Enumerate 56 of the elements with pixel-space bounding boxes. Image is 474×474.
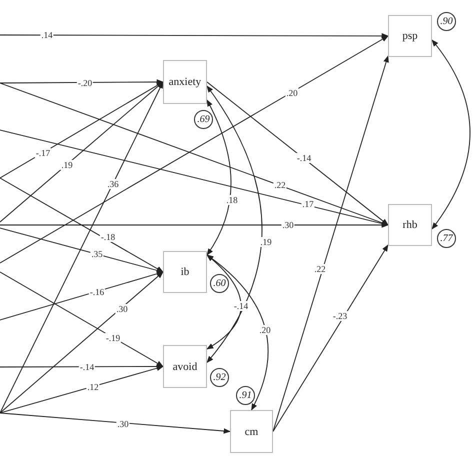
edge-label: .22 (273, 180, 287, 190)
path-arrow (272, 244, 388, 432)
edge-label: .22 (313, 264, 327, 274)
path-arrow (0, 36, 389, 264)
edge-label: -.14 (232, 301, 250, 311)
path-arrow (0, 366, 164, 414)
variable-box: cm (230, 410, 273, 453)
variable-box: ib (163, 251, 207, 293)
edge-label: .17 (301, 199, 315, 209)
path-arrow (0, 272, 164, 367)
edge-label: -.14 (78, 362, 96, 372)
path-arrow (0, 222, 389, 228)
edge-label: .30 (281, 220, 295, 230)
edge-label: .18 (225, 195, 239, 205)
edge-label: .14 (40, 30, 54, 40)
path-arrow (0, 33, 389, 39)
value-circle: .90 (437, 12, 456, 31)
edge-label: .19 (259, 237, 273, 247)
path-arrow (0, 178, 164, 272)
edge-label: .36 (106, 179, 120, 189)
path-arrow (0, 81, 164, 414)
variable-box: anxiety (163, 60, 207, 104)
variable-box: avoid (163, 345, 207, 388)
path-arrow (0, 271, 164, 320)
edge-label: .12 (86, 382, 100, 392)
edge-label: .35 (90, 249, 104, 259)
edge-label: .20 (285, 88, 299, 98)
path-arrow (0, 364, 164, 370)
edge-label: -.18 (100, 232, 116, 242)
edge-label: .30 (116, 419, 130, 429)
value-circle: .69 (194, 110, 213, 129)
path-arrow (272, 55, 389, 432)
edge-label: -.23 (332, 311, 348, 321)
edge-label: .20 (258, 325, 272, 335)
path-arrow (0, 412, 231, 434)
variable-box: psp (388, 15, 432, 57)
edge-label: -.16 (88, 287, 106, 297)
path-arrow (0, 272, 164, 414)
edge-label: .19 (60, 160, 74, 170)
value-circle: .60 (210, 274, 229, 293)
curved-arrow (206, 254, 242, 350)
edge-label: -.17 (34, 148, 52, 158)
curved-arrow (432, 39, 470, 230)
edge-label: -.20 (76, 78, 94, 88)
variable-box: rhb (388, 204, 432, 246)
curved-arrow (206, 99, 232, 256)
value-circle: .77 (437, 229, 456, 248)
edge-label: .30 (115, 304, 129, 314)
value-circle: .91 (236, 386, 255, 405)
edge-label: -.14 (296, 153, 312, 163)
value-circle: .92 (210, 368, 229, 387)
edge-label: -.19 (104, 333, 122, 343)
curved-arrow (206, 254, 269, 411)
path-arrow (0, 79, 164, 85)
path-arrow (206, 82, 389, 226)
curved-arrow (206, 85, 262, 364)
